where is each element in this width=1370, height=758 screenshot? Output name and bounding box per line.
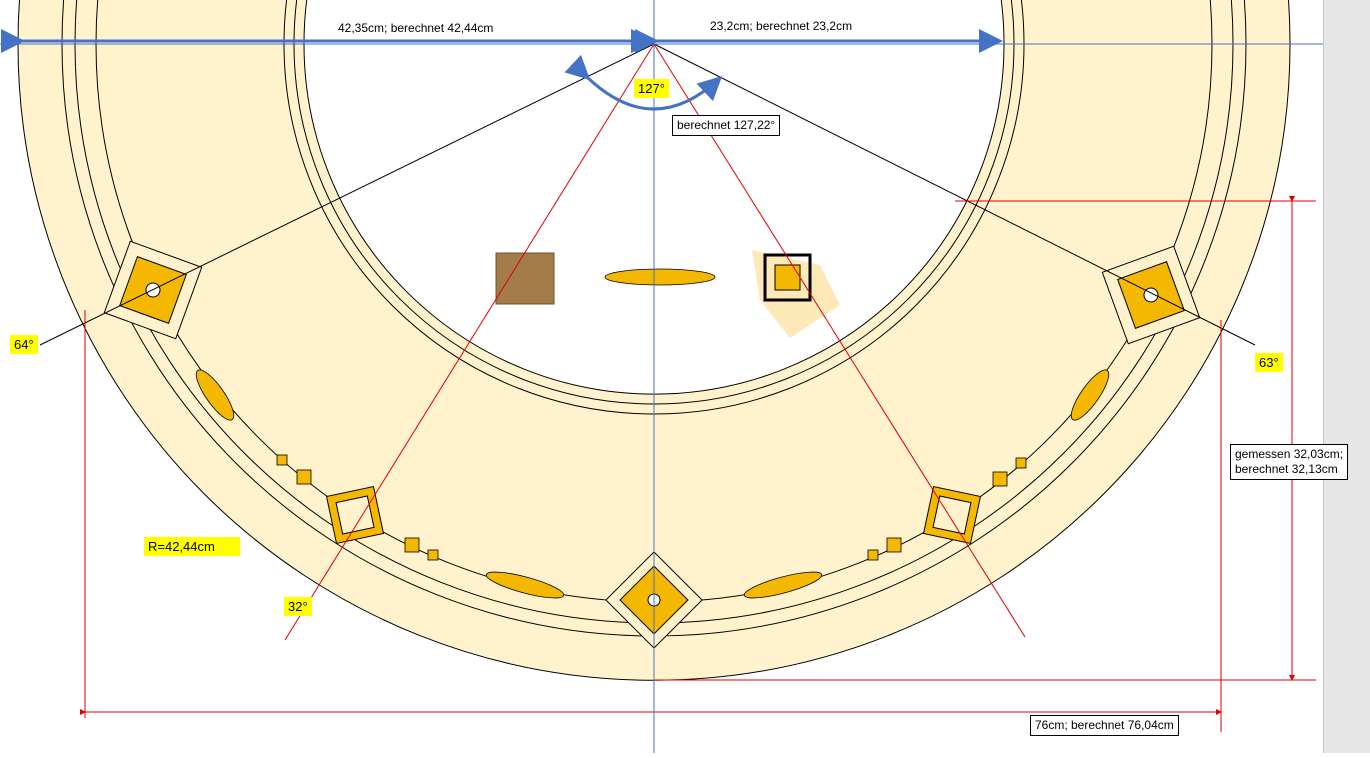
ornament-samples bbox=[495, 250, 840, 338]
ornament-square-right[interactable] bbox=[922, 485, 982, 545]
ring-diagram bbox=[0, 0, 1323, 753]
angle-lower-left-label: 32° bbox=[284, 597, 312, 616]
height-measured: gemessen 32,03cm; bbox=[1235, 447, 1344, 461]
ornament-square-left[interactable] bbox=[325, 485, 385, 545]
angle-left-label: 64° bbox=[10, 335, 38, 354]
dimension-left-label: 42,35cm; berechnet 42,44cm bbox=[338, 21, 494, 35]
height-dimension-label: gemessen 32,03cm; berechnet 32,13cm bbox=[1230, 444, 1349, 480]
red-construction-lines bbox=[80, 43, 1316, 732]
angle-right-label: 63° bbox=[1255, 353, 1283, 372]
angle-lines bbox=[39, 43, 1256, 346]
height-calculated: berechnet 32,13cm bbox=[1235, 462, 1338, 476]
drawing-canvas[interactable]: 42,35cm; berechnet 42,44cm 23,2cm; berec… bbox=[0, 0, 1349, 753]
ornament-diamond-right[interactable] bbox=[1101, 245, 1201, 345]
dimension-right-label: 23,2cm; berechnet 23,2cm bbox=[710, 19, 853, 33]
angle-top-label: 127° bbox=[634, 79, 669, 98]
radius-label: R=42,44cm bbox=[144, 537, 240, 556]
angle-calc-label: berechnet 127,22° bbox=[672, 115, 781, 136]
ornament-leaves bbox=[195, 268, 1110, 599]
width-dimension-label: 76cm; berechnet 76,04cm bbox=[1030, 715, 1179, 736]
blue-axes bbox=[0, 0, 1323, 753]
vertical-scrollbar[interactable] bbox=[1323, 0, 1370, 753]
